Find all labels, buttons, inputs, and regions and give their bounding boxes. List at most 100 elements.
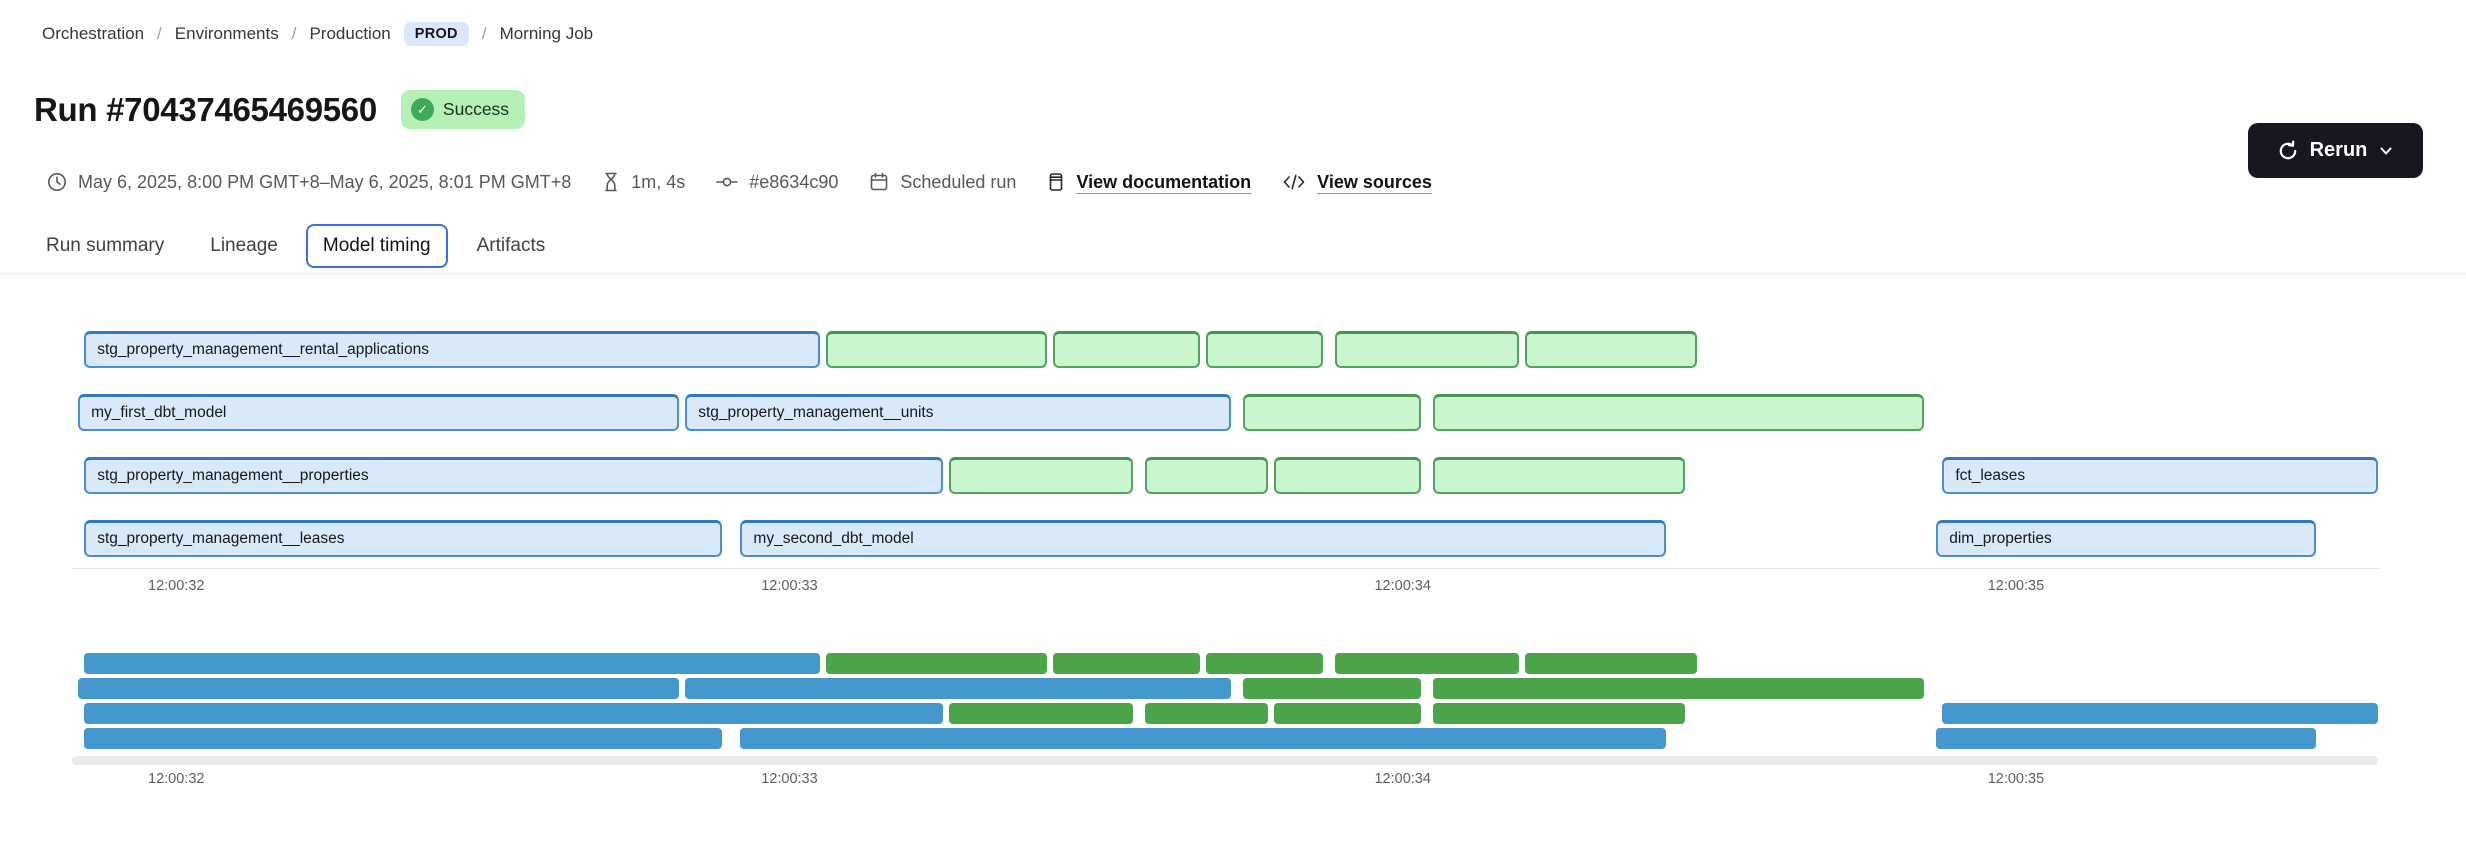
time-axis-minimap: 12:00:32 12:00:33 12:00:34 12:00:35 [72, 771, 2390, 791]
timeline-scrollbar[interactable] [72, 756, 2378, 765]
minimap-bar [1145, 703, 1268, 724]
minimap-bar [1053, 653, 1201, 674]
breadcrumb-separator: / [157, 24, 162, 43]
gantt-row: stg_property_management__rental_applicat… [72, 331, 2390, 368]
gantt-bar-dim_properties[interactable]: dim_properties [1936, 520, 2317, 557]
breadcrumb: Orchestration / Environments / Productio… [42, 22, 593, 46]
minimap-bar [84, 728, 722, 749]
axis-tick-label: 12:00:33 [761, 771, 818, 787]
tab-model-timing[interactable]: Model timing [305, 223, 448, 268]
documentation-icon [1050, 173, 1063, 191]
gantt-bar[interactable] [1243, 394, 1422, 431]
gantt-bar[interactable] [1433, 394, 1924, 431]
view-sources-link[interactable]: View sources [1281, 172, 1432, 193]
minimap-bar [84, 703, 943, 724]
gantt-bar-label: fct_leases [1955, 467, 2026, 484]
hourglass-icon [605, 172, 618, 192]
gantt-row: my_first_dbt_model stg_property_managemen… [72, 394, 2390, 431]
chevron-down-icon [2378, 143, 2394, 159]
gantt-bar[interactable] [1525, 331, 1698, 368]
breadcrumb-orchestration[interactable]: Orchestration [42, 24, 145, 43]
breadcrumb-separator: / [481, 24, 487, 43]
commit-hash: #e8634c90 [715, 171, 838, 193]
gantt-bar-label: stg_property_management__rental_applicat… [97, 341, 429, 358]
gantt-bar[interactable] [1273, 457, 1422, 494]
gantt-bar-label: stg_property_management__properties [97, 467, 369, 484]
minimap-bar [826, 653, 1048, 674]
tab-artifacts[interactable]: Artifacts [476, 234, 546, 256]
minimap-bar [1273, 703, 1422, 724]
gantt-bar-my_first_dbt_model[interactable]: my_first_dbt_model [78, 394, 680, 431]
refresh-icon [2277, 140, 2299, 162]
minimap-bar [1942, 703, 2378, 724]
rerun-label: Rerun [2309, 139, 2368, 161]
minimap-bar [1433, 703, 1685, 724]
minimap-bar [948, 703, 1133, 724]
minimap-bar [78, 678, 680, 699]
gantt-bar[interactable] [1206, 331, 1323, 368]
axis-tick-label: 12:00:34 [1374, 771, 1431, 787]
breadcrumb-production[interactable]: Production [309, 24, 391, 43]
minimap-bar [1206, 653, 1323, 674]
axis-tick-label: 12:00:35 [1987, 771, 2045, 787]
run-time-range: May 6, 2025, 8:00 PM GMT+8–May 6, 2025, … [46, 171, 571, 193]
gantt-row: stg_property_management__leases my_second… [72, 520, 2390, 557]
minimap-bar [685, 678, 1231, 699]
gantt-bar-stg_property_management__properties[interactable]: stg_property_management__properties [84, 457, 943, 494]
gantt-bar[interactable] [1433, 457, 1685, 494]
run-meta-row: May 6, 2025, 8:00 PM GMT+8–May 6, 2025, … [46, 166, 1432, 198]
chart-bottom-rule [72, 568, 2380, 569]
prod-badge: PROD [403, 22, 469, 46]
gantt-bar-label: stg_property_management__units [698, 404, 934, 421]
minimap-row [72, 728, 2390, 749]
minimap-row [72, 678, 2390, 699]
status-label: Success [442, 99, 510, 119]
gantt-bar-fct_leases[interactable]: fct_leases [1942, 457, 2378, 494]
minimap-bar [1335, 653, 1520, 674]
gantt-bar[interactable] [1335, 331, 1520, 368]
minimap-bar [1433, 678, 1924, 699]
tabs-divider [0, 273, 2466, 274]
gantt-row: stg_property_management__properties fct_l… [72, 457, 2390, 494]
minimap-row [72, 703, 2390, 724]
minimap-bar [84, 653, 821, 674]
page-title: Run #70437465469560 [34, 90, 377, 128]
axis-tick-label: 12:00:34 [1374, 578, 1431, 594]
gantt-bar-label: stg_property_management__leases [97, 530, 345, 547]
run-trigger: Scheduled run [868, 171, 1016, 193]
status-badge: ✓ Success [400, 90, 526, 129]
tab-bar: Run summary Lineage Model timing Artifac… [46, 218, 591, 273]
axis-tick-label: 12:00:35 [1987, 578, 2045, 594]
code-icon [1283, 174, 1305, 190]
gantt-bar-label: dim_properties [1949, 530, 2052, 547]
gantt-bar[interactable] [948, 457, 1133, 494]
time-axis-main: 12:00:32 12:00:33 12:00:34 12:00:35 [72, 578, 2390, 598]
rerun-button[interactable]: Rerun [2248, 123, 2423, 178]
axis-tick-label: 12:00:32 [148, 771, 205, 787]
clock-icon [48, 173, 66, 191]
minimap-bar [740, 728, 1667, 749]
gantt-bar-my_second_dbt_model[interactable]: my_second_dbt_model [740, 520, 1667, 557]
axis-tick-label: 12:00:32 [148, 578, 205, 594]
run-duration: 1m, 4s [601, 171, 685, 193]
commit-icon [716, 177, 739, 187]
minimap-row [72, 653, 2390, 674]
gantt-bar-stg_property_management__leases[interactable]: stg_property_management__leases [84, 520, 722, 557]
gantt-bar[interactable] [826, 331, 1048, 368]
tab-lineage[interactable]: Lineage [210, 234, 278, 256]
breadcrumb-separator: / [291, 24, 297, 43]
view-documentation-link[interactable]: View documentation [1046, 171, 1251, 193]
axis-tick-label: 12:00:33 [761, 578, 818, 594]
gantt-bar[interactable] [1053, 331, 1201, 368]
gantt-bar-stg_property_management__rental_applications[interactable]: stg_property_management__rental_applicat… [84, 331, 821, 368]
minimap-bar [1936, 728, 2317, 749]
breadcrumb-environments[interactable]: Environments [174, 24, 279, 43]
title-row: Run #70437465469560 ✓ Success [34, 90, 526, 129]
gantt-bar-stg_property_management__units[interactable]: stg_property_management__units [685, 394, 1231, 431]
check-icon: ✓ [410, 98, 434, 121]
gantt-bar[interactable] [1145, 457, 1268, 494]
breadcrumb-morning-job[interactable]: Morning Job [499, 24, 594, 43]
minimap-bar [1525, 653, 1698, 674]
tab-run-summary[interactable]: Run summary [46, 234, 165, 256]
calendar-icon [871, 172, 888, 191]
